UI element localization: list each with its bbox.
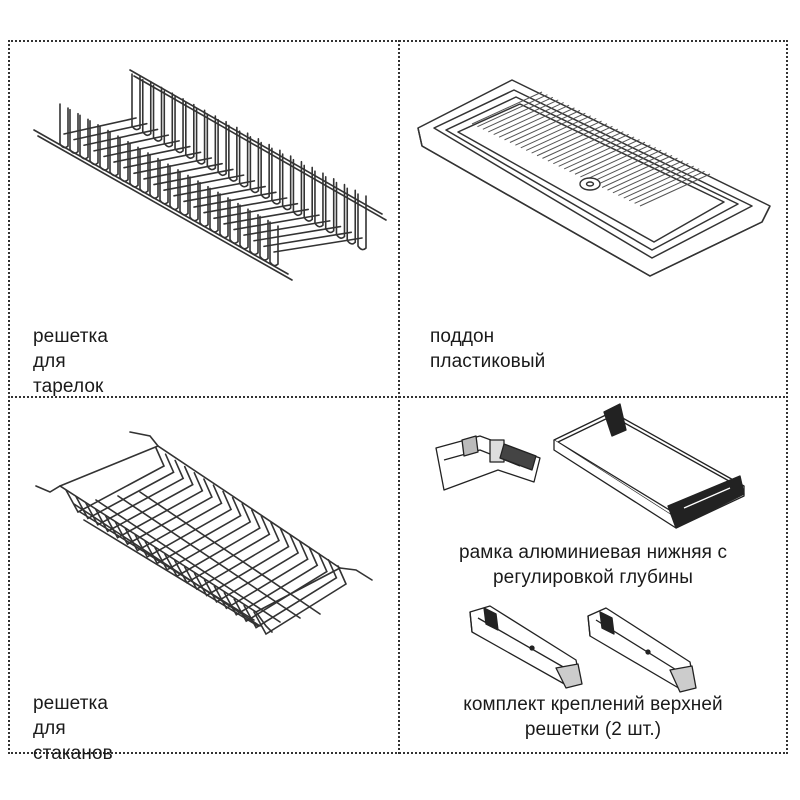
caption-aluminum-frame-line-2: регулировкой глубины — [492, 567, 693, 588]
caption-aluminum-frame: рамка алюминиевая нижняя с регулировкой … — [398, 540, 788, 590]
caption-mounting-brackets-line-1: комплект креплений верхней — [463, 694, 723, 715]
caption-mounting-brackets-line-2: решетки (2 шт.) — [524, 719, 662, 740]
caption-glass-rack: решетка для стаканов — [33, 693, 113, 764]
grid-horizontal-divider — [8, 396, 788, 398]
caption-plate-rack: решетка для тарелок — [33, 326, 109, 397]
caption-mounting-brackets: комплект креплений верхней решетки (2 шт… — [398, 692, 788, 742]
caption-plastic-tray: поддон пластиковый — [430, 326, 546, 372]
caption-aluminum-frame-line-1: рамка алюминиевая нижняя с — [458, 542, 728, 563]
